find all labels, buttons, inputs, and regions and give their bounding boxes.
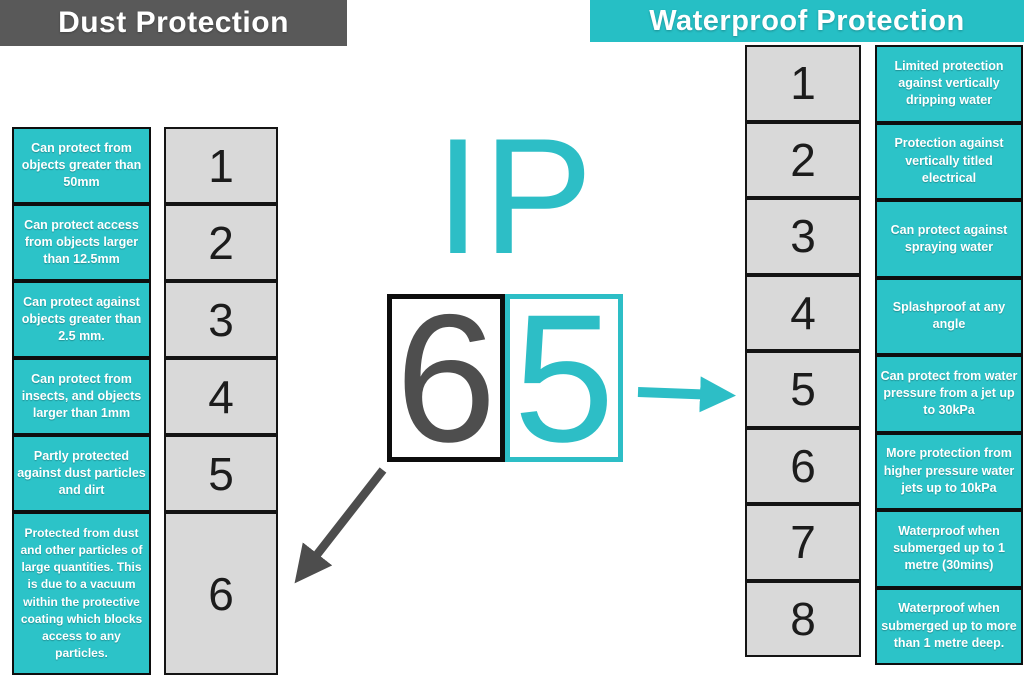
waterproof-level-4-number: 4 — [745, 274, 861, 351]
waterproof-level-6-description: More protection from higher pressure wat… — [875, 432, 1023, 510]
dust-digit: 6 — [395, 276, 497, 480]
dust-level-3-number: 3 — [164, 281, 278, 358]
waterproof-arrow-icon — [637, 376, 736, 413]
dust-level-2-number: 2 — [164, 204, 278, 281]
dust-protection-title: Dust Protection — [0, 0, 347, 46]
waterproof-protection-title-label: Waterproof Protection — [649, 4, 965, 37]
waterproof-level-2-description: Protection against vertically titled ele… — [875, 122, 1023, 200]
dust-number-column: 1 2 3 4 5 6 — [164, 127, 278, 675]
waterproof-description-column: Limited protection against vertically dr… — [875, 45, 1023, 665]
waterproof-level-2-number: 2 — [745, 121, 861, 198]
waterproof-level-7-description: Waterproof when submerged up to 1 metre … — [875, 510, 1023, 588]
waterproof-level-1-description: Limited protection against vertically dr… — [875, 45, 1023, 123]
waterproof-level-8-number: 8 — [745, 580, 861, 657]
waterproof-number-column: 1 2 3 4 5 6 7 8 — [745, 45, 861, 657]
waterproof-level-5-description: Can protect from water pressure from a j… — [875, 355, 1023, 433]
waterproof-level-8-description: Waterproof when submerged up to more tha… — [875, 587, 1023, 665]
dust-level-5-description: Partly protected against dust particles … — [12, 435, 151, 512]
dust-level-4-number: 4 — [164, 358, 278, 435]
dust-level-4-description: Can protect from insects, and objects la… — [12, 358, 151, 435]
dust-level-5-number: 5 — [164, 435, 278, 512]
dust-arrow-icon — [294, 467, 387, 584]
waterproof-level-7-number: 7 — [745, 504, 861, 581]
dust-protection-title-label: Dust Protection — [58, 6, 289, 39]
waterproof-level-3-number: 3 — [745, 198, 861, 275]
dust-level-3-description: Can protect against objects greater than… — [12, 281, 151, 358]
dust-digit-box: 6 — [387, 287, 505, 469]
waterproof-level-3-description: Can protect against spraying water — [875, 200, 1023, 278]
waterproof-level-5-number: 5 — [745, 351, 861, 428]
dust-level-2-description: Can protect access from objects larger t… — [12, 204, 151, 281]
waterproof-protection-title: Waterproof Protection — [590, 0, 1024, 42]
dust-level-1-number: 1 — [164, 127, 278, 204]
dust-level-6-description: Protected from dust and other particles … — [12, 512, 151, 675]
waterproof-level-6-number: 6 — [745, 427, 861, 504]
waterproof-level-4-description: Splashproof at any angle — [875, 277, 1023, 355]
waterproof-digit: 5 — [513, 276, 615, 480]
dust-level-1-description: Can protect from objects greater than 50… — [12, 127, 151, 204]
dust-level-6-number: 6 — [164, 512, 278, 675]
waterproof-digit-box: 5 — [505, 287, 623, 469]
dust-description-column: Can protect from objects greater than 50… — [12, 127, 151, 675]
waterproof-level-1-number: 1 — [745, 45, 861, 122]
ip-label: IP — [435, 104, 595, 288]
